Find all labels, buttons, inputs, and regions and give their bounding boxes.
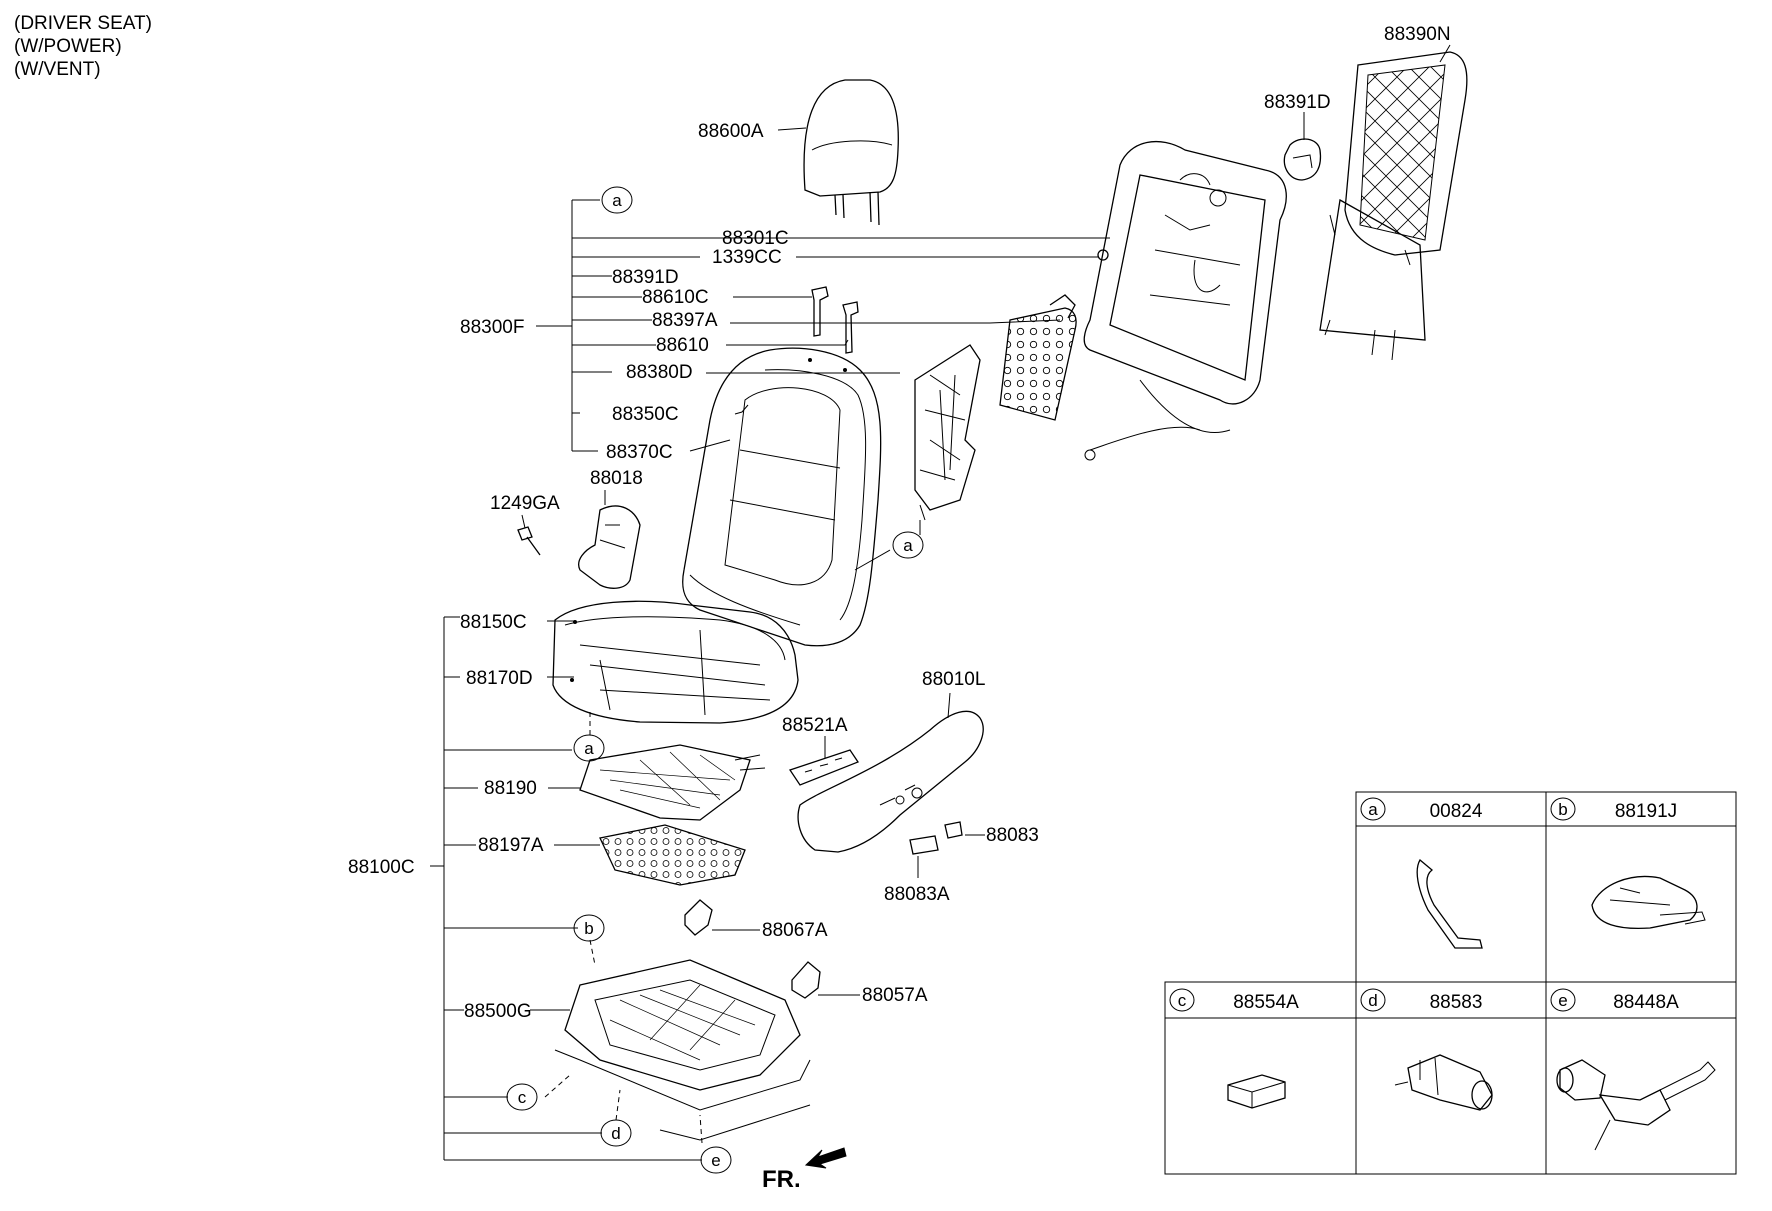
label-88370C: 88370C [606,442,673,463]
svg-text:a: a [612,191,622,210]
gear-motor-icon [1556,1059,1716,1151]
nut-drawing [1097,249,1109,261]
header-note-vent: (W/VENT) [14,59,101,80]
headrest-drawing [803,79,899,226]
connector-block-icon [1227,1074,1286,1109]
circle-ref-d: d [600,1119,632,1147]
label-88057A: 88057A [862,985,928,1006]
svg-text:c: c [518,1088,527,1107]
bracket-88057a-drawing [791,961,821,999]
bracket-88610c-drawing [811,286,829,337]
svg-text:d: d [611,1124,620,1143]
switch-88083a-drawing [909,835,939,855]
svg-text:a: a [903,536,913,555]
label-88170D: 88170D [466,668,533,689]
front-label: FR. [762,1166,801,1193]
legend-part-00824: 00824 [1430,801,1483,822]
label-88010L: 88010L [922,669,985,690]
label-88083: 88083 [986,825,1039,846]
circle-ref-a-back: a [892,531,924,559]
front-direction-marker: FR. [762,1147,847,1193]
svg-text:a: a [584,739,594,758]
svg-text:c: c [1178,991,1187,1010]
part-labels: 88390N 88391D 88600A 88301C 1339CC 88391… [348,24,1451,1022]
back-frame-drawing [1083,140,1287,461]
legend-cell-a: a 00824 [1360,797,1483,949]
seat-cushion-drawing [552,600,799,724]
cushion-wire-mat-drawing [579,744,766,821]
legend-table [1164,791,1737,1175]
label-88190: 88190 [484,778,537,799]
back-cushion-drawing [682,347,882,647]
legend-cell-e: e 88448A [1550,988,1716,1151]
label-88391D: 88391D [612,267,679,288]
label-88397A: 88397A [652,310,718,331]
seat-track-drawing [554,959,811,1141]
legend-cell-c: c 88554A [1169,988,1299,1109]
wire-clip-icon [1416,859,1483,949]
label-88197A: 88197A [478,835,544,856]
bolt-drawing [517,526,541,556]
cushion-vent-mat-drawing [599,824,746,886]
legend-cell-b: b 88191J [1550,797,1706,930]
svg-text:a: a [1368,800,1378,819]
label-88610C: 88610C [642,287,709,308]
circle-ref-e: e [700,1146,732,1174]
label-88380D: 88380D [626,362,693,383]
side-panel-drawing [797,710,984,853]
circle-ref-b: b [573,914,605,942]
label-88083A: 88083A [884,884,950,905]
side-shield-drawing [578,505,641,589]
front-arrow-icon [804,1147,847,1169]
bracket-88067a-drawing [684,899,713,936]
lumbar-pad-drawing [1283,138,1322,181]
label-88100C: 88100C [348,857,415,878]
label-88600A: 88600A [698,121,764,142]
svg-text:e: e [711,1151,720,1170]
dashed-leaders [544,710,703,1144]
legend-part-88554A: 88554A [1233,992,1299,1013]
label-88301C: 88301C [722,228,789,249]
label-1339CC: 1339CC [712,247,782,268]
label-88391D-top: 88391D [1264,92,1331,113]
back-vent-frame-drawing [914,344,981,521]
header-note-power: (W/POWER) [14,36,122,57]
motor-icon [1394,1054,1493,1111]
legend-part-88448A: 88448A [1613,992,1679,1013]
legend-part-88583: 88583 [1430,992,1483,1013]
label-88521A: 88521A [782,715,848,736]
label-88350C: 88350C [612,404,679,425]
svg-text:e: e [1558,991,1567,1010]
svg-text:b: b [1558,800,1567,819]
label-88018: 88018 [590,468,643,489]
header-note-driver-seat: (DRIVER SEAT) [14,13,152,34]
knob-88083-drawing [944,821,963,839]
circle-ref-c: c [506,1083,538,1111]
seat-switch-drawing [788,749,859,786]
legend-part-88191J: 88191J [1615,801,1677,822]
leader-lines [430,44,1451,1161]
label-88150C: 88150C [460,612,527,633]
label-88300F: 88300F [460,317,524,338]
legend-cell-d: d 88583 [1360,988,1493,1111]
back-panel-drawing [1319,51,1468,361]
label-1249GA: 1249GA [490,493,560,514]
vent-pad-drawing [999,294,1077,421]
label-88610: 88610 [656,335,709,356]
label-88390N: 88390N [1384,24,1451,45]
svg-text:d: d [1368,991,1377,1010]
label-88500G: 88500G [464,1001,532,1022]
label-88067A: 88067A [762,920,828,941]
bracket-88610-drawing [842,301,859,354]
circle-ref-a-cushion: a [573,734,605,762]
motor-unit-icon [1591,875,1706,930]
circle-ref-a-top: a [601,186,633,214]
svg-text:b: b [584,919,593,938]
